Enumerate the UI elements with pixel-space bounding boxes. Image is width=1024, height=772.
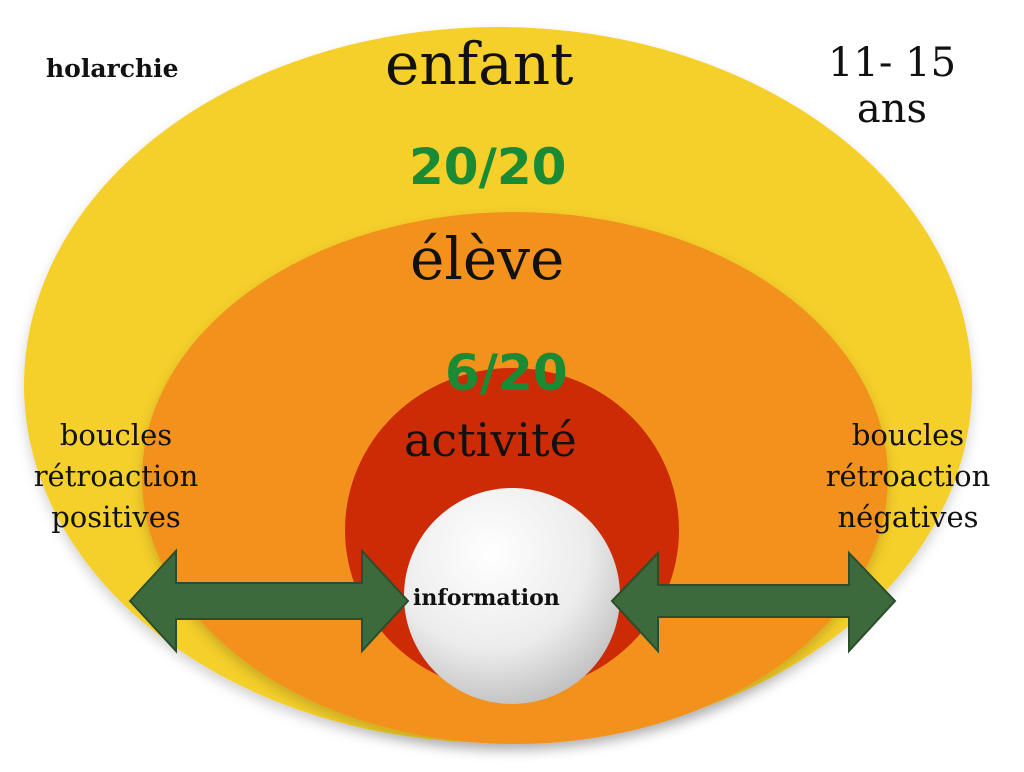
level-label-eleve: élève	[410, 225, 565, 293]
age-range-line2: ans	[856, 86, 928, 132]
left-note-line1: boucles	[59, 418, 173, 452]
core-label-information: information	[413, 585, 560, 611]
right-double-arrow	[610, 550, 897, 654]
core-circle-information	[404, 488, 620, 704]
score-eleve: 6/20	[445, 344, 568, 402]
score-enfant: 20/20	[409, 138, 567, 196]
right-feedback-note: boucles rétroaction négatives	[796, 415, 1020, 538]
left-feedback-note: boucles rétroaction positives	[4, 415, 228, 538]
right-note-line2: rétroaction	[825, 459, 991, 493]
diagram-title: holarchie	[46, 54, 179, 83]
age-range-line1: 11- 15	[827, 40, 957, 86]
left-note-line3: positives	[51, 500, 181, 534]
left-note-line2: rétroaction	[33, 459, 199, 493]
level-label-activite: activité	[404, 413, 577, 467]
left-double-arrow	[128, 548, 410, 654]
age-range: 11- 15 ans	[812, 40, 972, 132]
right-note-line3: négatives	[837, 500, 979, 534]
right-note-line1: boucles	[851, 418, 965, 452]
level-label-enfant: enfant	[385, 30, 574, 98]
